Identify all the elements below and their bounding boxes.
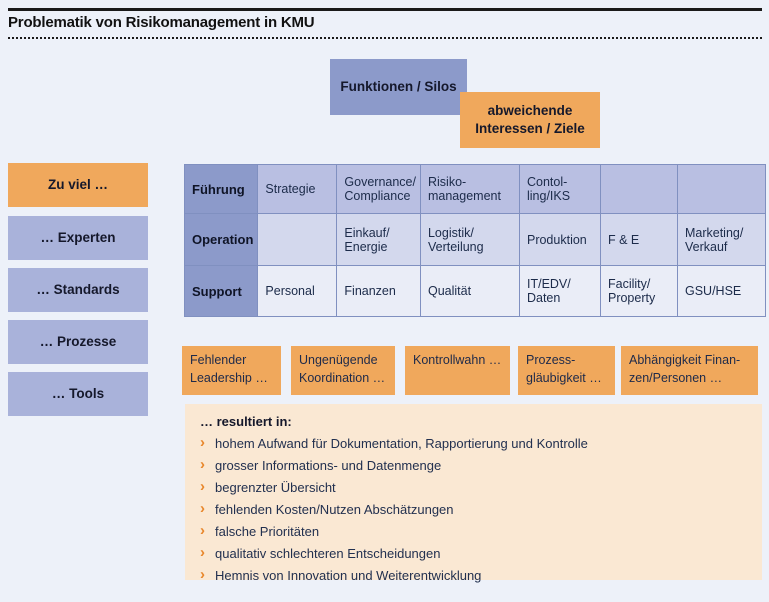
matrix-cell [676,164,766,214]
matrix-cell: F & E [599,213,678,266]
matrix-cell: Personal [257,265,338,317]
matrix-cell: IT/EDV/ Daten [518,265,601,317]
result-item-text: hohem Aufwand für Dokumentation, Rapport… [215,436,588,451]
result-item-text: Hemnis von Innovation und Weiterentwickl… [215,568,482,583]
matrix-cell: Produktion [518,213,601,266]
result-item: › hohem Aufwand für Dokumentation, Rappo… [200,434,752,457]
result-item: › fehlenden Kosten/Nutzen Abschätzungen [200,500,752,523]
matrix-row-support: Support Personal Finanzen Qualität IT/ED… [183,265,766,317]
matrix-cell: Finanzen [336,265,421,317]
sidebar-item-prozesse: … Prozesse [8,320,148,364]
matrix-cell: Facility/ Property [599,265,678,317]
chevron-bullet-icon: › [200,544,205,561]
chevron-bullet-icon: › [200,434,205,451]
problem-box-kontrollwahn: Kontrollwahn … [405,346,510,395]
page-title: Problematik von Risikomanagement in KMU [8,14,315,31]
box-abweichende-interessen: abweichende Interessen / Ziele [460,92,600,148]
matrix-cell: Risiko- management [419,164,520,214]
result-item: › Hemnis von Innovation und Weiterentwic… [200,566,752,589]
result-item: › falsche Prioritäten [200,522,752,545]
box-funktionen-silos: Funktionen / Silos [330,59,467,115]
chevron-bullet-icon: › [200,500,205,517]
matrix-cell: Qualität [419,265,520,317]
chevron-bullet-icon: › [200,456,205,473]
result-item-text: falsche Prioritäten [215,524,320,539]
result-item-text: grosser Informations- und Datenmenge [215,458,442,473]
sidebar-item-experten: … Experten [8,216,148,260]
problem-box-abhaengigkeit: Abhängigkeit Finan- zen/Personen … [621,346,758,395]
chevron-bullet-icon: › [200,566,205,583]
results-panel: … resultiert in: › hohem Aufwand für Dok… [185,404,762,583]
sidebar-item-zu-viel: Zu viel … [8,163,148,207]
result-item-text: qualitativ schlechteren Entscheidungen [215,546,441,561]
dotted-divider [8,37,762,39]
matrix-cell: Governance/ Compliance [336,164,421,214]
matrix-row-header: Führung [183,164,259,214]
matrix-row-header: Operation [183,213,259,266]
matrix-row-operation: Operation Einkauf/ Energie Logistik/ Ver… [183,213,766,266]
matrix-row-fuehrung: Führung Strategie Governance/ Compliance… [183,164,766,214]
results-list: › hohem Aufwand für Dokumentation, Rappo… [200,434,752,589]
problem-box-prozessglaeubigkeit: Prozess- gläubigkeit … [518,346,615,395]
matrix-cell: Einkauf/ Energie [336,213,421,266]
problem-box-koordination: Ungenügende Koordination … [291,346,395,395]
matrix-cell: Strategie [257,164,338,214]
chevron-bullet-icon: › [200,522,205,539]
results-heading: … resultiert in: [200,414,292,429]
result-item: › qualitativ schlechteren Entscheidungen [200,544,752,567]
result-item-text: fehlenden Kosten/Nutzen Abschätzungen [215,502,454,517]
problem-box-leadership: Fehlender Leadership … [182,346,281,395]
sidebar-item-tools: … Tools [8,372,148,416]
matrix-cell [599,164,678,214]
matrix-row-header: Support [183,265,259,317]
org-matrix-table: Führung Strategie Governance/ Compliance… [183,164,766,317]
matrix-cell: Logistik/ Verteilung [419,213,520,266]
result-item: › begrenzter Übersicht [200,478,752,501]
matrix-cell [257,213,338,266]
sidebar-item-standards: … Standards [8,268,148,312]
matrix-cell: GSU/HSE [676,265,766,317]
result-item: › grosser Informations- und Datenmenge [200,456,752,479]
matrix-cell: Marketing/ Verkauf [676,213,766,266]
result-item-text: begrenzter Übersicht [215,480,336,495]
top-rule [8,8,762,11]
matrix-cell: Contol- ling/IKS [518,164,601,214]
chevron-bullet-icon: › [200,478,205,495]
